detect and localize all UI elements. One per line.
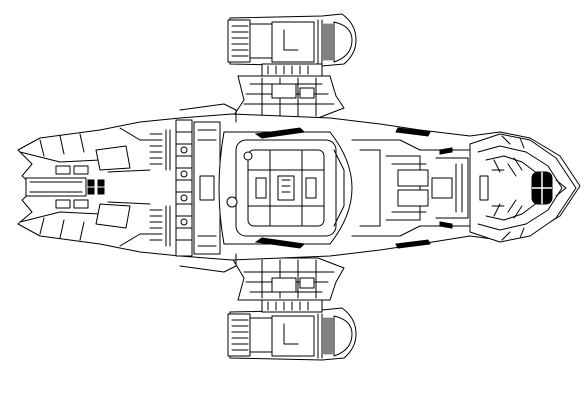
forward-neck xyxy=(351,139,471,237)
upper-pylon xyxy=(231,75,345,119)
lower-pylon xyxy=(231,257,345,301)
central-core xyxy=(218,131,353,245)
bridge-nose xyxy=(469,133,577,243)
upper-engine-nacelle xyxy=(227,13,357,77)
tail-section xyxy=(19,127,151,247)
lower-engine-nacelle xyxy=(227,299,357,361)
hull-stripes xyxy=(254,127,453,249)
vent-grilles xyxy=(149,129,171,247)
